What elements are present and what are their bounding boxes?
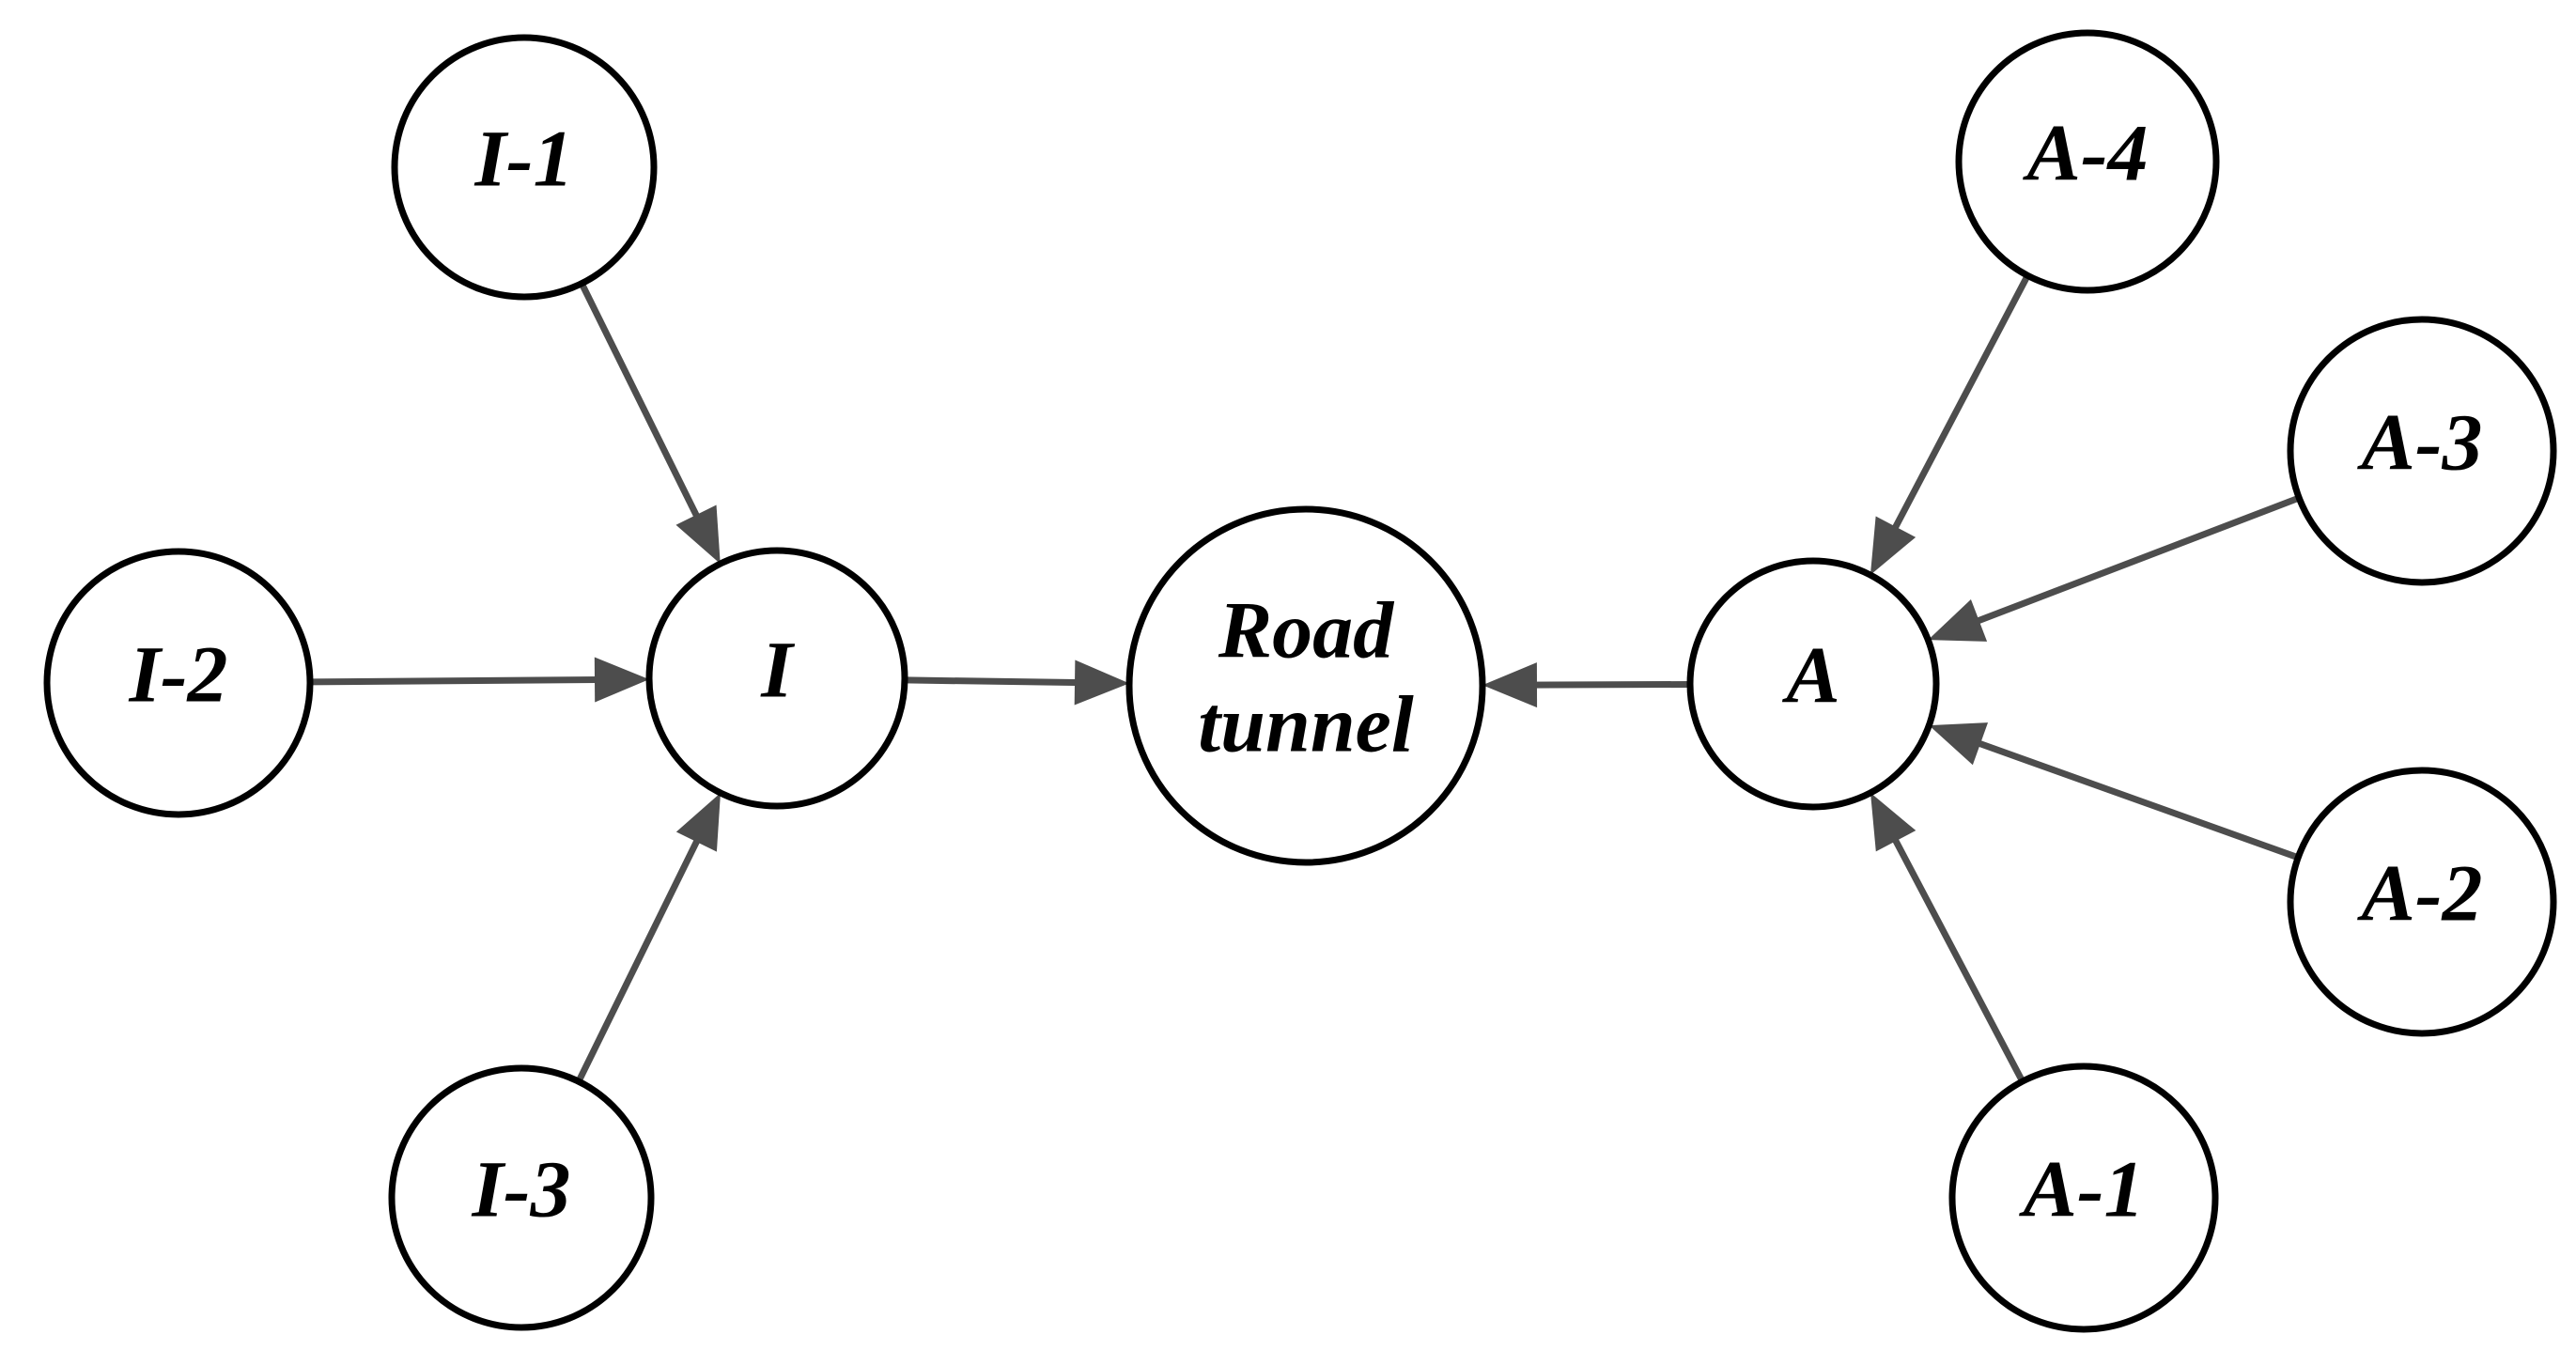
node-i-3-label: I-3 — [471, 1144, 570, 1234]
node-i-1-circle[interactable] — [391, 34, 658, 301]
node-a-1-circle[interactable] — [1948, 1063, 2219, 1333]
node-a-label: A — [1781, 630, 1839, 721]
node-i[interactable]: I — [645, 547, 908, 810]
node-i-3[interactable]: I-3 — [388, 1064, 655, 1331]
edge-a3-a-line — [1968, 494, 2301, 628]
node-i-2[interactable]: I-2 — [43, 548, 314, 818]
node-a-4[interactable]: A-4 — [1955, 29, 2220, 294]
node-a-2-label: A-2 — [2357, 848, 2483, 939]
node-a-circle[interactable] — [1686, 557, 1940, 811]
node-i-1[interactable]: I-1 — [391, 34, 658, 301]
edge-i-road-line — [904, 676, 1085, 687]
edge-i3-i-line — [575, 831, 705, 1083]
node-a-2-circle[interactable] — [2287, 767, 2557, 1037]
edge-a1-a — [1870, 792, 2025, 1083]
node-a-3[interactable]: A-3 — [2287, 316, 2557, 586]
edge-i2-i-arrowhead-icon — [594, 657, 650, 703]
edge-i-road — [904, 659, 1130, 706]
node-road-tunnel-label: tunnel — [1198, 679, 1414, 769]
edge-a2-a — [1929, 722, 2300, 861]
edges-layer — [309, 273, 2301, 1083]
edge-a-road — [1482, 662, 1691, 708]
edge-i2-i-line — [309, 675, 605, 686]
node-a-1[interactable]: A-1 — [1948, 1063, 2219, 1333]
node-i-2-label: I-2 — [128, 629, 227, 720]
edge-i-road-arrowhead-icon — [1074, 659, 1130, 706]
edge-i3-i — [575, 793, 721, 1083]
node-a-3-label: A-3 — [2357, 397, 2483, 488]
node-a-1-label: A-1 — [2019, 1144, 2145, 1234]
node-a-3-circle[interactable] — [2287, 316, 2557, 586]
edge-a1-a-line — [1888, 830, 2025, 1083]
node-i-3-circle[interactable] — [388, 1064, 655, 1331]
edge-a-road-line — [1527, 680, 1691, 689]
edge-a4-a-line — [1887, 273, 2031, 537]
edge-a2-a-arrowhead-icon — [1929, 722, 1989, 766]
node-a-4-circle[interactable] — [1955, 29, 2220, 294]
edge-a3-a-arrowhead-icon — [1928, 599, 1988, 642]
edge-a1-a-arrowhead-icon — [1870, 792, 1916, 852]
node-road-tunnel-circle[interactable] — [1125, 505, 1486, 866]
edge-a2-a-line — [1969, 737, 2300, 861]
node-a[interactable]: A — [1686, 557, 1940, 811]
node-road-tunnel-label: Road — [1218, 585, 1395, 675]
node-i-circle[interactable] — [645, 547, 908, 810]
edge-i3-i-arrowhead-icon — [675, 793, 721, 852]
node-i-2-circle[interactable] — [43, 548, 314, 818]
node-a-2[interactable]: A-2 — [2287, 767, 2557, 1037]
edge-i2-i — [309, 657, 650, 703]
node-i-1-label: I-1 — [473, 114, 573, 204]
edge-a-road-arrowhead-icon — [1482, 662, 1538, 708]
node-a-4-label: A-4 — [2023, 108, 2149, 198]
edge-a4-a — [1870, 273, 2031, 576]
edge-i1-i-arrowhead-icon — [675, 504, 721, 565]
edge-a4-a-arrowhead-icon — [1870, 516, 1916, 576]
edge-i1-i — [579, 282, 721, 565]
edge-a3-a — [1928, 494, 2301, 642]
edge-i1-i-line — [579, 282, 704, 526]
node-i-label: I — [760, 625, 795, 715]
